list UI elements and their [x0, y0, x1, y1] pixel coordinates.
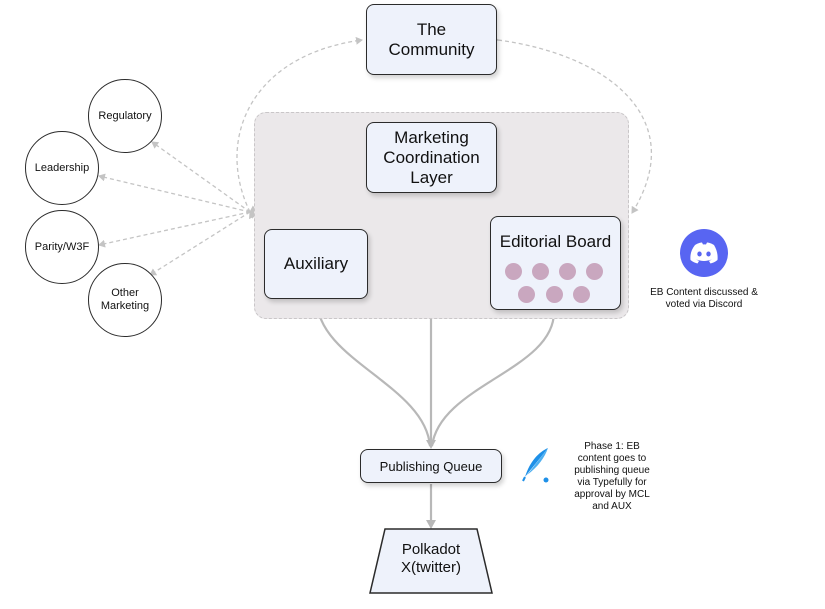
polkadot-x-label: Polkadot X(twitter): [401, 541, 461, 576]
phase1-note-text: Phase 1: EB content goes to publishing q…: [574, 441, 650, 512]
stakeholder-label: Parity/W3F: [34, 240, 90, 253]
mcl-node[interactable]: Marketing Coordination Layer: [366, 122, 497, 193]
auxiliary-label: Auxiliary: [283, 254, 349, 273]
other-marketing-link: [149, 205, 258, 276]
auxiliary-publishing-flow: [315, 299, 432, 447]
board-member-dot: [532, 263, 549, 280]
board-member-dot: [586, 263, 603, 280]
stakeholder-parity-w3f[interactable]: Parity/W3F: [25, 210, 99, 284]
polkadot-x-node[interactable]: Polkadot X(twitter): [385, 541, 477, 577]
community-right-link: [491, 35, 652, 214]
stakeholder-leadership[interactable]: Leadership: [25, 131, 99, 205]
board-member-dot: [505, 263, 522, 280]
community-node[interactable]: The Community: [366, 4, 497, 75]
phase1-note: Phase 1: EB content goes to publishing q…: [569, 441, 655, 513]
stakeholder-label: Other Marketing: [100, 287, 150, 312]
editorial-publishing-flow: [430, 311, 556, 447]
leadership-link: [98, 173, 257, 218]
stakeholder-label: Leadership: [34, 161, 90, 174]
stakeholder-regulatory[interactable]: Regulatory: [88, 79, 162, 153]
publishing-queue-node[interactable]: Publishing Queue: [360, 449, 502, 483]
regulatory-link: [151, 141, 258, 219]
auxiliary-node[interactable]: Auxiliary: [264, 229, 368, 299]
stakeholder-label: Regulatory: [98, 109, 152, 122]
board-member-dot: [559, 263, 576, 280]
discord-note: EB Content discussed & voted via Discord: [646, 287, 762, 311]
board-member-dot: [546, 286, 563, 303]
community-label: The Community: [388, 19, 475, 59]
discord-note-text: EB Content discussed & voted via Discord: [650, 287, 758, 310]
discord-icon: [680, 229, 728, 277]
editorial-board-label: Editorial Board: [499, 232, 612, 251]
parity-link: [98, 206, 257, 248]
polkadot-shape: [369, 528, 493, 594]
board-member-dot: [518, 286, 535, 303]
board-member-dot: [573, 286, 590, 303]
publishing-queue-label: Publishing Queue: [379, 458, 483, 474]
typefully-icon: [521, 447, 551, 485]
mcl-label: Marketing Coordination Layer: [383, 127, 480, 187]
stakeholder-other-marketing[interactable]: Other Marketing: [88, 263, 162, 337]
